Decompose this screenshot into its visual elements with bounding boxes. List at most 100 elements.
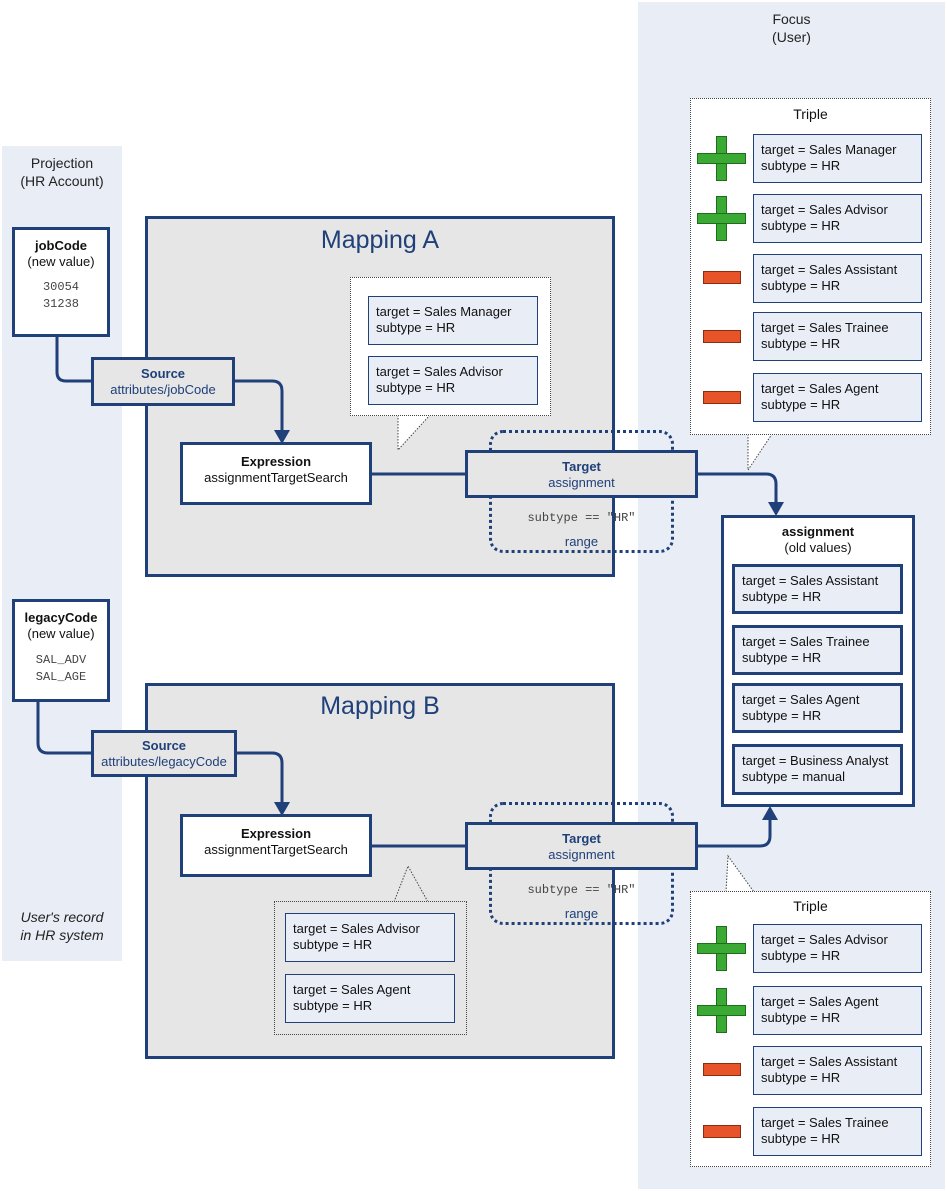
source-a-path: attributes/jobCode: [110, 382, 216, 397]
triple-item-line1: target = Sales Assistant: [761, 262, 898, 277]
legacycode-value: SAL_ADV: [35, 653, 87, 667]
range-a-label: range: [564, 534, 599, 549]
assignment-item-line2: subtype = manual: [742, 769, 845, 784]
triple-bottom-item: target = Sales Trainee subtype = HR: [753, 1107, 922, 1156]
source-a-label: Source: [140, 366, 186, 381]
mapping-a-result: target = Sales Manager subtype = HR: [368, 296, 538, 345]
source-b-to-expression-line: [236, 751, 284, 804]
expression-b-label: Expression: [240, 826, 312, 841]
result-line1: target = Sales Advisor: [376, 364, 503, 379]
minus-icon: [703, 1063, 741, 1076]
jobcode-value: 30054: [42, 280, 79, 294]
range-b-label: range: [564, 906, 599, 921]
triple-item-line1: target = Sales Trainee: [761, 1115, 889, 1130]
triple-item-line2: subtype = HR: [761, 218, 841, 233]
triple-item-line2: subtype = HR: [761, 1070, 841, 1085]
target-b: Target assignment: [465, 822, 698, 870]
triple-top-item: target = Sales Assistant subtype = HR: [753, 254, 922, 303]
mapping-a-title: Mapping A: [320, 226, 440, 254]
result-line2: subtype = HR: [293, 998, 373, 1013]
triple-item-line2: subtype = HR: [761, 1131, 841, 1146]
expression-a-label: Expression: [240, 454, 312, 469]
jobcode-title: jobCode: [35, 238, 87, 253]
expression-b-value: assignmentTargetSearch: [204, 842, 348, 857]
result-line2: subtype = HR: [376, 320, 456, 335]
jobcode-to-source-line: [55, 336, 92, 383]
triple-top-item: target = Sales Trainee subtype = HR: [753, 312, 922, 361]
triple-bottom-tail: [725, 854, 755, 893]
triple-bottom-item: target = Sales Assistant subtype = HR: [753, 1046, 922, 1095]
assignment-item: target = Sales Agent subtype = HR: [732, 683, 903, 733]
expression-a: Expression assignmentTargetSearch: [180, 442, 372, 505]
target-b-label: Target: [562, 831, 601, 846]
assignment-header: assignment (old values): [721, 524, 915, 556]
assignment-subtitle: (old values): [784, 540, 852, 555]
range-b-condition: subtype == "HR": [527, 883, 636, 897]
projection-title-text: Projection: [30, 155, 94, 171]
triple-item-line1: target = Sales Trainee: [761, 320, 889, 335]
assignment-item: target = Business Analyst subtype = manu…: [732, 744, 903, 795]
legacycode-title: legacyCode: [24, 610, 98, 625]
assignment-item: target = Sales Trainee subtype = HR: [732, 625, 903, 675]
mapping-b-result: target = Sales Advisor subtype = HR: [285, 913, 455, 962]
projection-subtitle-text: (HR Account): [20, 173, 104, 189]
target-b-value: assignment: [548, 847, 615, 862]
projection-footer-line2: in HR system: [20, 927, 104, 943]
jobcode-value: 31238: [42, 297, 79, 311]
callout-a-tail: [397, 414, 431, 452]
arrowhead-assignment-b: [762, 806, 778, 820]
assignment-item-line1: target = Sales Trainee: [742, 634, 870, 649]
assignment-title: assignment: [781, 524, 855, 539]
triple-bottom-title: Triple: [793, 898, 828, 914]
mapping-a-result: target = Sales Advisor subtype = HR: [368, 356, 538, 405]
expression-a-value: assignmentTargetSearch: [204, 470, 348, 485]
assignment-item-line1: target = Sales Agent: [742, 692, 860, 707]
result-line1: target = Sales Manager: [376, 304, 512, 319]
triple-item-line1: target = Sales Manager: [761, 142, 897, 157]
target-a-value: assignment: [548, 475, 615, 490]
legacycode-box: legacyCode (new value) SAL_ADV SAL_AGE: [12, 599, 110, 702]
focus-title-text: Focus: [772, 11, 811, 27]
triple-item-line2: subtype = HR: [761, 948, 841, 963]
legacycode-subtitle: (new value): [27, 626, 95, 641]
target-b-to-assignment-line: [697, 818, 772, 848]
plus-icon: [697, 136, 746, 181]
arrowhead-expression-a: [274, 430, 290, 444]
arrowhead-expression-b: [274, 802, 290, 816]
source-b-path: attributes/legacyCode: [101, 754, 227, 769]
result-line1: target = Sales Advisor: [293, 921, 420, 936]
assignment-item-line1: target = Sales Assistant: [742, 573, 879, 588]
minus-icon: [703, 330, 741, 343]
triple-bottom-item: target = Sales Advisor subtype = HR: [753, 924, 922, 973]
source-b-label: Source: [141, 738, 187, 753]
plus-icon: [697, 988, 746, 1033]
focus-title: Focus (User): [638, 10, 945, 46]
plus-icon: [697, 926, 746, 971]
projection-footer-line1: User's record: [20, 909, 104, 925]
triple-item-line1: target = Sales Agent: [761, 381, 879, 396]
triple-top-item: target = Sales Advisor subtype = HR: [753, 194, 922, 243]
triple-item-line1: target = Sales Advisor: [761, 932, 888, 947]
triple-bottom-item: target = Sales Agent subtype = HR: [753, 986, 922, 1035]
focus-subtitle-text: (User): [772, 29, 811, 45]
triple-item-line1: target = Sales Advisor: [761, 202, 888, 217]
target-a-to-assignment-line: [697, 472, 778, 505]
triple-top-tail: [747, 433, 773, 472]
projection-footer: User's record in HR system: [2, 908, 122, 944]
assignment-item: target = Sales Assistant subtype = HR: [732, 564, 903, 614]
callout-b-tail: [393, 864, 429, 903]
projection-title: Projection (HR Account): [2, 154, 122, 190]
triple-item-line2: subtype = HR: [761, 158, 841, 173]
triple-item-line2: subtype = HR: [761, 336, 841, 351]
triple-item-line2: subtype = HR: [761, 1010, 841, 1025]
mapping-b-result: target = Sales Agent subtype = HR: [285, 974, 455, 1023]
target-a: Target assignment: [465, 450, 698, 498]
triple-item-line2: subtype = HR: [761, 278, 841, 293]
mapping-b-title: Mapping B: [320, 692, 440, 720]
assignment-item-line2: subtype = HR: [742, 589, 822, 604]
assignment-item-line1: target = Business Analyst: [742, 753, 889, 768]
expression-b: Expression assignmentTargetSearch: [180, 814, 372, 877]
jobcode-box: jobCode (new value) 30054 31238: [12, 227, 110, 337]
result-line2: subtype = HR: [293, 937, 373, 952]
